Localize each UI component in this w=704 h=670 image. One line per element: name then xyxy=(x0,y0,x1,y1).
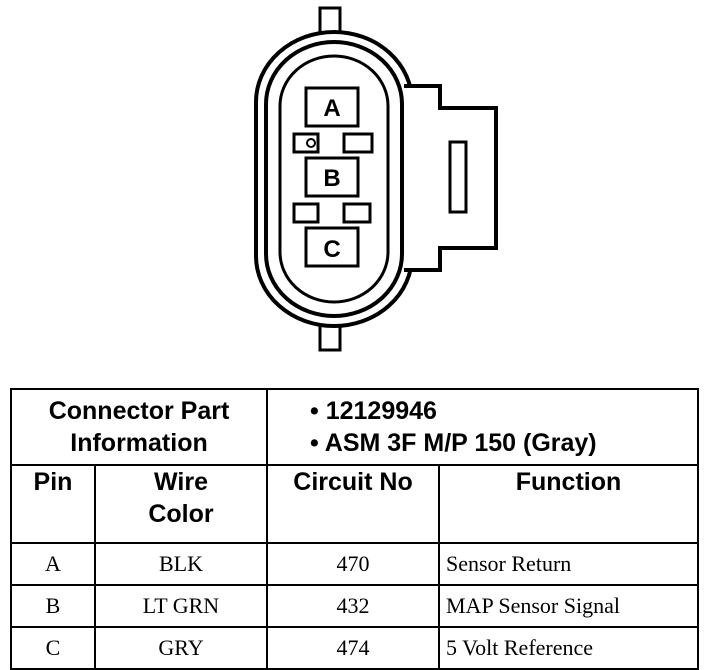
cell-pin: B xyxy=(10,584,96,628)
column-header-row: Pin Wire Color Circuit No Function xyxy=(10,464,699,544)
small-tab-dot xyxy=(306,138,316,148)
header-wire-color: Wire Color xyxy=(94,464,268,544)
cell-circuit: 432 xyxy=(266,584,440,628)
header-pin: Pin xyxy=(10,464,96,544)
pin-label-c: C xyxy=(323,236,340,263)
cell-function: MAP Sensor Signal xyxy=(438,584,699,628)
table-row: C GRY 474 5 Volt Reference xyxy=(10,626,699,670)
cell-pin: C xyxy=(10,626,96,670)
pin-cavity-c xyxy=(304,226,360,268)
header-function: Function xyxy=(438,464,699,544)
cell-circuit: 474 xyxy=(266,626,440,670)
header-wire-line1: Wire xyxy=(154,468,208,496)
connector-info-table: Connector Part Information • 12129946 • … xyxy=(10,388,699,670)
cell-function: 5 Volt Reference xyxy=(438,626,699,670)
small-tab-4 xyxy=(342,202,372,224)
header-wire-line2: Color xyxy=(148,500,214,528)
pin-cavity-a xyxy=(304,86,360,128)
table-row: A BLK 470 Sensor Return xyxy=(10,542,699,586)
cell-function: Sensor Return xyxy=(438,542,699,586)
cell-wire: LT GRN xyxy=(94,584,268,628)
small-tab-2 xyxy=(342,132,374,154)
latch-slot xyxy=(448,140,468,214)
cell-wire: GRY xyxy=(94,626,268,670)
part-info-label-cell: Connector Part Information xyxy=(10,388,268,466)
connector-housing-middle xyxy=(264,40,404,318)
header-circuit-no: Circuit No xyxy=(266,464,440,544)
part-info-label-line2: Information xyxy=(70,429,208,457)
part-info-value-cell: • 12129946 • ASM 3F M/P 150 (Gray) xyxy=(266,388,699,466)
part-description: • ASM 3F M/P 150 (Gray) xyxy=(310,429,597,457)
pin-cavity-b xyxy=(304,156,360,198)
part-info-row: Connector Part Information • 12129946 • … xyxy=(10,388,699,466)
table-row: B LT GRN 432 MAP Sensor Signal xyxy=(10,584,699,628)
cell-wire: BLK xyxy=(94,542,268,586)
small-tab-3 xyxy=(292,202,320,224)
connector-housing-inner xyxy=(278,54,390,304)
connector-diagram: A B C xyxy=(254,6,498,352)
cell-circuit: 470 xyxy=(266,542,440,586)
part-info-label-line1: Connector Part xyxy=(48,397,230,425)
part-number: • 12129946 xyxy=(310,397,437,425)
cell-pin: A xyxy=(10,542,96,586)
pin-label-b: B xyxy=(323,165,340,192)
pin-label-a: A xyxy=(323,95,340,122)
